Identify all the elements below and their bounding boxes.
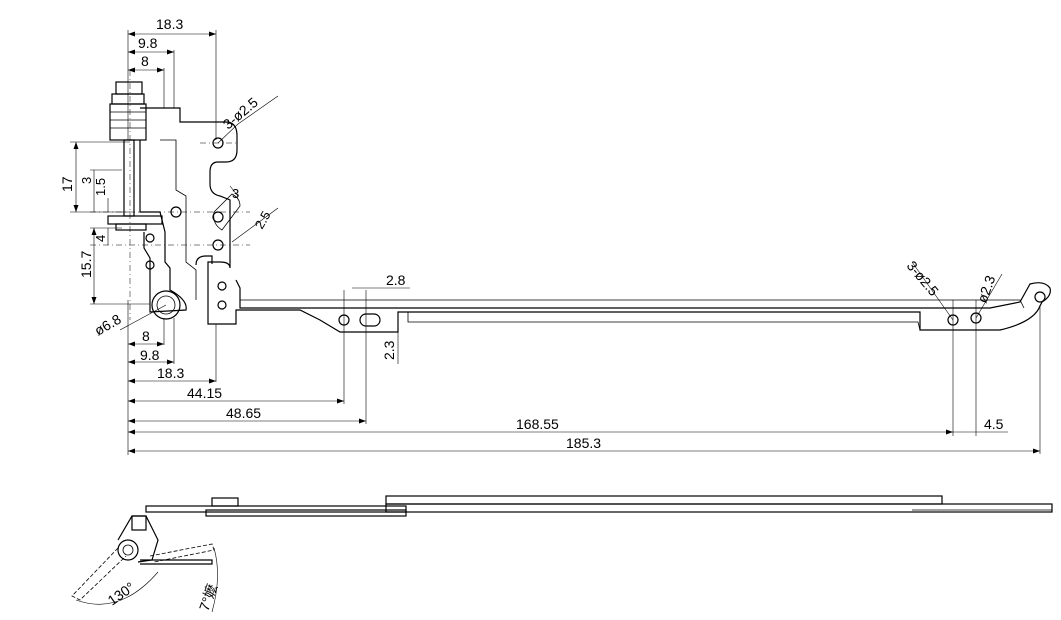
pivot-hole-inner <box>156 295 176 315</box>
dim-2-3: 2.3 <box>381 340 397 360</box>
side-plate-lower <box>205 509 407 517</box>
hole-6 <box>145 260 155 270</box>
side-plate-left <box>145 505 407 513</box>
hole-callout-top: 3-ø2.5 <box>220 94 261 132</box>
dim-top-9-8: 9.8 <box>138 35 158 51</box>
left-plate <box>139 140 187 313</box>
shaft <box>123 139 135 217</box>
dim-left-15-7: 15.7 <box>78 251 94 278</box>
dim-bottom-9-8: 9.8 <box>140 347 160 363</box>
arrowheads <box>73 31 1040 454</box>
hole-8 <box>217 300 227 310</box>
bracket-lower-tab <box>195 255 213 266</box>
dim-top-8: 8 <box>141 53 149 69</box>
side-block <box>211 497 239 507</box>
angle-130: 130° <box>105 579 138 609</box>
pivot-hole-large <box>151 290 181 320</box>
dim-185-3: 185.3 <box>566 435 601 451</box>
dim-top-18-3: 18.3 <box>156 16 183 32</box>
angle-arc-130 <box>75 571 159 605</box>
angle-stop: 7°嬷 <box>196 582 220 613</box>
angle-arc-stop <box>211 547 218 613</box>
dim-left-4: 4 <box>93 235 108 242</box>
dim-bottom-18-3: 18.3 <box>157 365 184 381</box>
dim-left-1-5: 1.5 <box>93 178 108 196</box>
pivot-bracket <box>117 515 159 563</box>
top-dimensions: 18.3 9.8 8 3-ø2.5 <box>127 16 279 144</box>
pivot-block <box>131 515 147 531</box>
dim-slot-2-5: 2.5 <box>252 208 274 231</box>
hole-callout-right: 3-ø2.5 <box>904 258 942 299</box>
pivot-circle-inner <box>122 544 134 556</box>
dim-left-3: 3 <box>79 177 94 184</box>
arm-inner-slot <box>407 312 921 331</box>
phantom-stop <box>149 543 215 563</box>
phantom-130 <box>71 547 127 601</box>
left-plate-inner <box>160 139 197 300</box>
arm-slot <box>359 313 381 327</box>
arm-dimensions: 44.15 48.65 2.8 2.3 168.55 4.5 185.3 3-ø… <box>128 258 1041 454</box>
washer <box>107 215 163 225</box>
dim-phi-6-8: ø6.8 <box>92 311 124 339</box>
dim-44-15: 44.15 <box>187 385 222 401</box>
dim-4-5: 4.5 <box>984 416 1004 432</box>
washer-2 <box>115 223 147 231</box>
arm-top-strip <box>240 299 1025 309</box>
hole-7 <box>217 281 227 291</box>
dim-bottom-8: 8 <box>142 328 150 344</box>
dim-left-17: 17 <box>59 176 75 192</box>
pivot-circle <box>117 539 139 561</box>
hinge-side-view: 130° 7°嬷 <box>71 495 1053 613</box>
side-arm-main <box>385 503 1053 513</box>
bolt-nut <box>115 81 143 95</box>
dim-168-55: 168.55 <box>516 416 559 432</box>
dim-48-65: 48.65 <box>226 405 261 421</box>
dim-slot-3: 3 <box>232 186 239 201</box>
stop-plate <box>140 559 213 565</box>
hole-3 <box>212 211 224 223</box>
arm-hole-end <box>1034 291 1046 303</box>
hole-5 <box>145 233 155 243</box>
side-arm-top <box>385 495 943 505</box>
bracket-outline <box>140 107 1051 333</box>
left-dimensions: 17 3 1.5 4 15.7 3 2.5 ø6.8 <box>59 141 279 339</box>
bottom-left-dimensions: 8 9.8 18.3 <box>127 300 217 455</box>
dim-2-8: 2.8 <box>386 272 406 288</box>
